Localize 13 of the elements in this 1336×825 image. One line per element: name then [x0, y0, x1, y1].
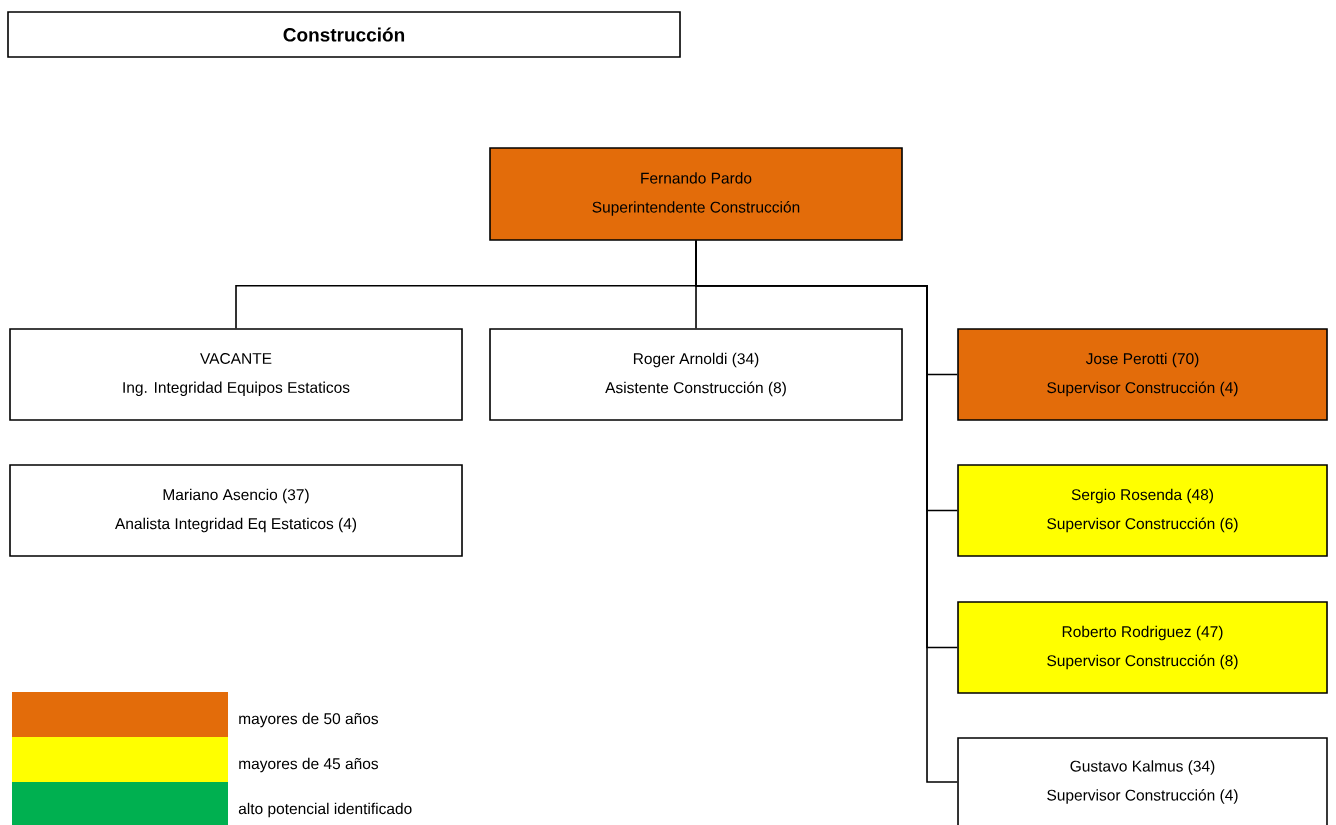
person-box: Roger Arnoldi (34) Asistente Construcción (8) — [489, 328, 903, 421]
legend-label: mayores de 45 años — [239, 757, 379, 773]
person-box: Gustavo Kalmus (34) Supervisor Construcción (4) — [957, 737, 1328, 825]
person-box: VACANTE Ing. Integridad Equipos Estaticos — [9, 328, 463, 421]
legend-label: alto potencial identificado — [238, 802, 412, 818]
title-box: Construcción — [7, 11, 681, 58]
connector-line — [695, 240, 958, 783]
person-box: Mariano Asencio (37) Analista Integridad Eq Estaticos (4) — [9, 464, 463, 557]
person-box: Sergio Rosenda (48) Supervisor Construcción (6) — [957, 464, 1328, 557]
person-box: Jose Perotti (70) Supervisor Construcción (4) — [957, 328, 1328, 421]
person-box: Roberto Rodriguez (47) Supervisor Construcción (8) — [957, 601, 1328, 694]
person-box: Fernando Pardo Superintendente Construcción — [489, 147, 903, 241]
legend-label: mayores de 50 años — [239, 712, 379, 728]
